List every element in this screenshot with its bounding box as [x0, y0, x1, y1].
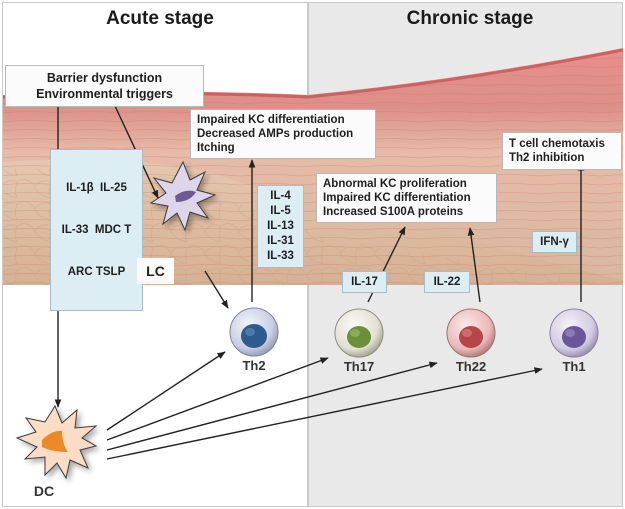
arrow-dc-to-th2	[106, 351, 226, 431]
effect-label: Impaired KC differentiation	[323, 192, 471, 204]
il22-box: IL-22	[424, 271, 470, 293]
cytokine-label: IL-17	[351, 276, 378, 288]
acute-cytokines-box: IL-1β IL-25 IL-33 MDC T ARC TSLP	[50, 149, 143, 311]
effect-label: Impaired KC differentiation	[197, 114, 345, 126]
effect-label: Increased S100A proteins	[323, 206, 464, 218]
effect-label: Th2 inhibition	[509, 152, 585, 164]
cytokine-label: IL-33	[267, 250, 294, 262]
effect-label: Abnormal KC proliferation	[323, 178, 467, 190]
dendritic-cell	[15, 404, 98, 480]
th22-label: Th22	[455, 359, 487, 374]
th1-label: Th1	[562, 359, 586, 374]
th22-cell	[446, 308, 496, 358]
arrows	[54, 105, 585, 460]
cytokine-label: IL-31	[267, 235, 294, 247]
th2-effects-box: Impaired KC differentiation Decreased AM…	[190, 109, 376, 159]
cytokine-label: ARC TSLP	[67, 266, 126, 278]
th1-effects-box: T cell chemotaxis Th2 inhibition	[502, 132, 622, 170]
lc-label: LC	[137, 258, 174, 284]
effect-label: Decreased AMPs production	[197, 128, 354, 140]
th2-cell	[229, 307, 279, 357]
th2-label: Th2	[242, 358, 266, 373]
cytokine-label: IL-1β IL-25	[66, 182, 127, 194]
arrow-dc-to-th1	[106, 367, 543, 460]
effect-label: T cell chemotaxis	[509, 138, 605, 150]
cytokine-label: IL-4	[270, 190, 291, 202]
dc-label: DC	[33, 483, 55, 499]
th17-cell	[334, 308, 384, 358]
arrow-dc-to-th22	[106, 361, 438, 451]
cytokine-label: IL-13	[267, 220, 294, 232]
arrow-dc-to-th17	[106, 357, 329, 441]
cytokine-label: IL-5	[270, 205, 291, 217]
acute-stage-title: Acute stage	[106, 8, 214, 29]
box-line: Environmental triggers	[36, 87, 173, 101]
effect-label: Itching	[197, 142, 235, 154]
arrow-lc-to-th2	[204, 270, 229, 309]
il17-box: IL-17	[342, 271, 387, 293]
cytokine-label: IFN-γ	[540, 236, 569, 248]
th2-cytokines-box: IL-4 IL-5 IL-13 IL-31 IL-33	[257, 185, 304, 268]
th1-cell	[549, 308, 599, 358]
cytokine-label: IL-22	[433, 276, 461, 288]
chronic-effects-box: Abnormal KC proliferation Impaired KC di…	[316, 173, 497, 223]
barrier-dysfunction-box: Barrier dysfunction Environmental trigge…	[5, 65, 204, 107]
ifn-gamma-box: IFN-γ	[532, 231, 577, 253]
chronic-stage-title: Chronic stage	[406, 8, 534, 29]
th17-label: Th17	[343, 359, 375, 374]
arrow-th22-to-effects	[467, 227, 481, 303]
langerhans-cell	[149, 160, 217, 232]
box-line: Barrier dysfunction	[46, 71, 163, 85]
cytokine-label: IL-33 MDC T	[61, 224, 132, 236]
